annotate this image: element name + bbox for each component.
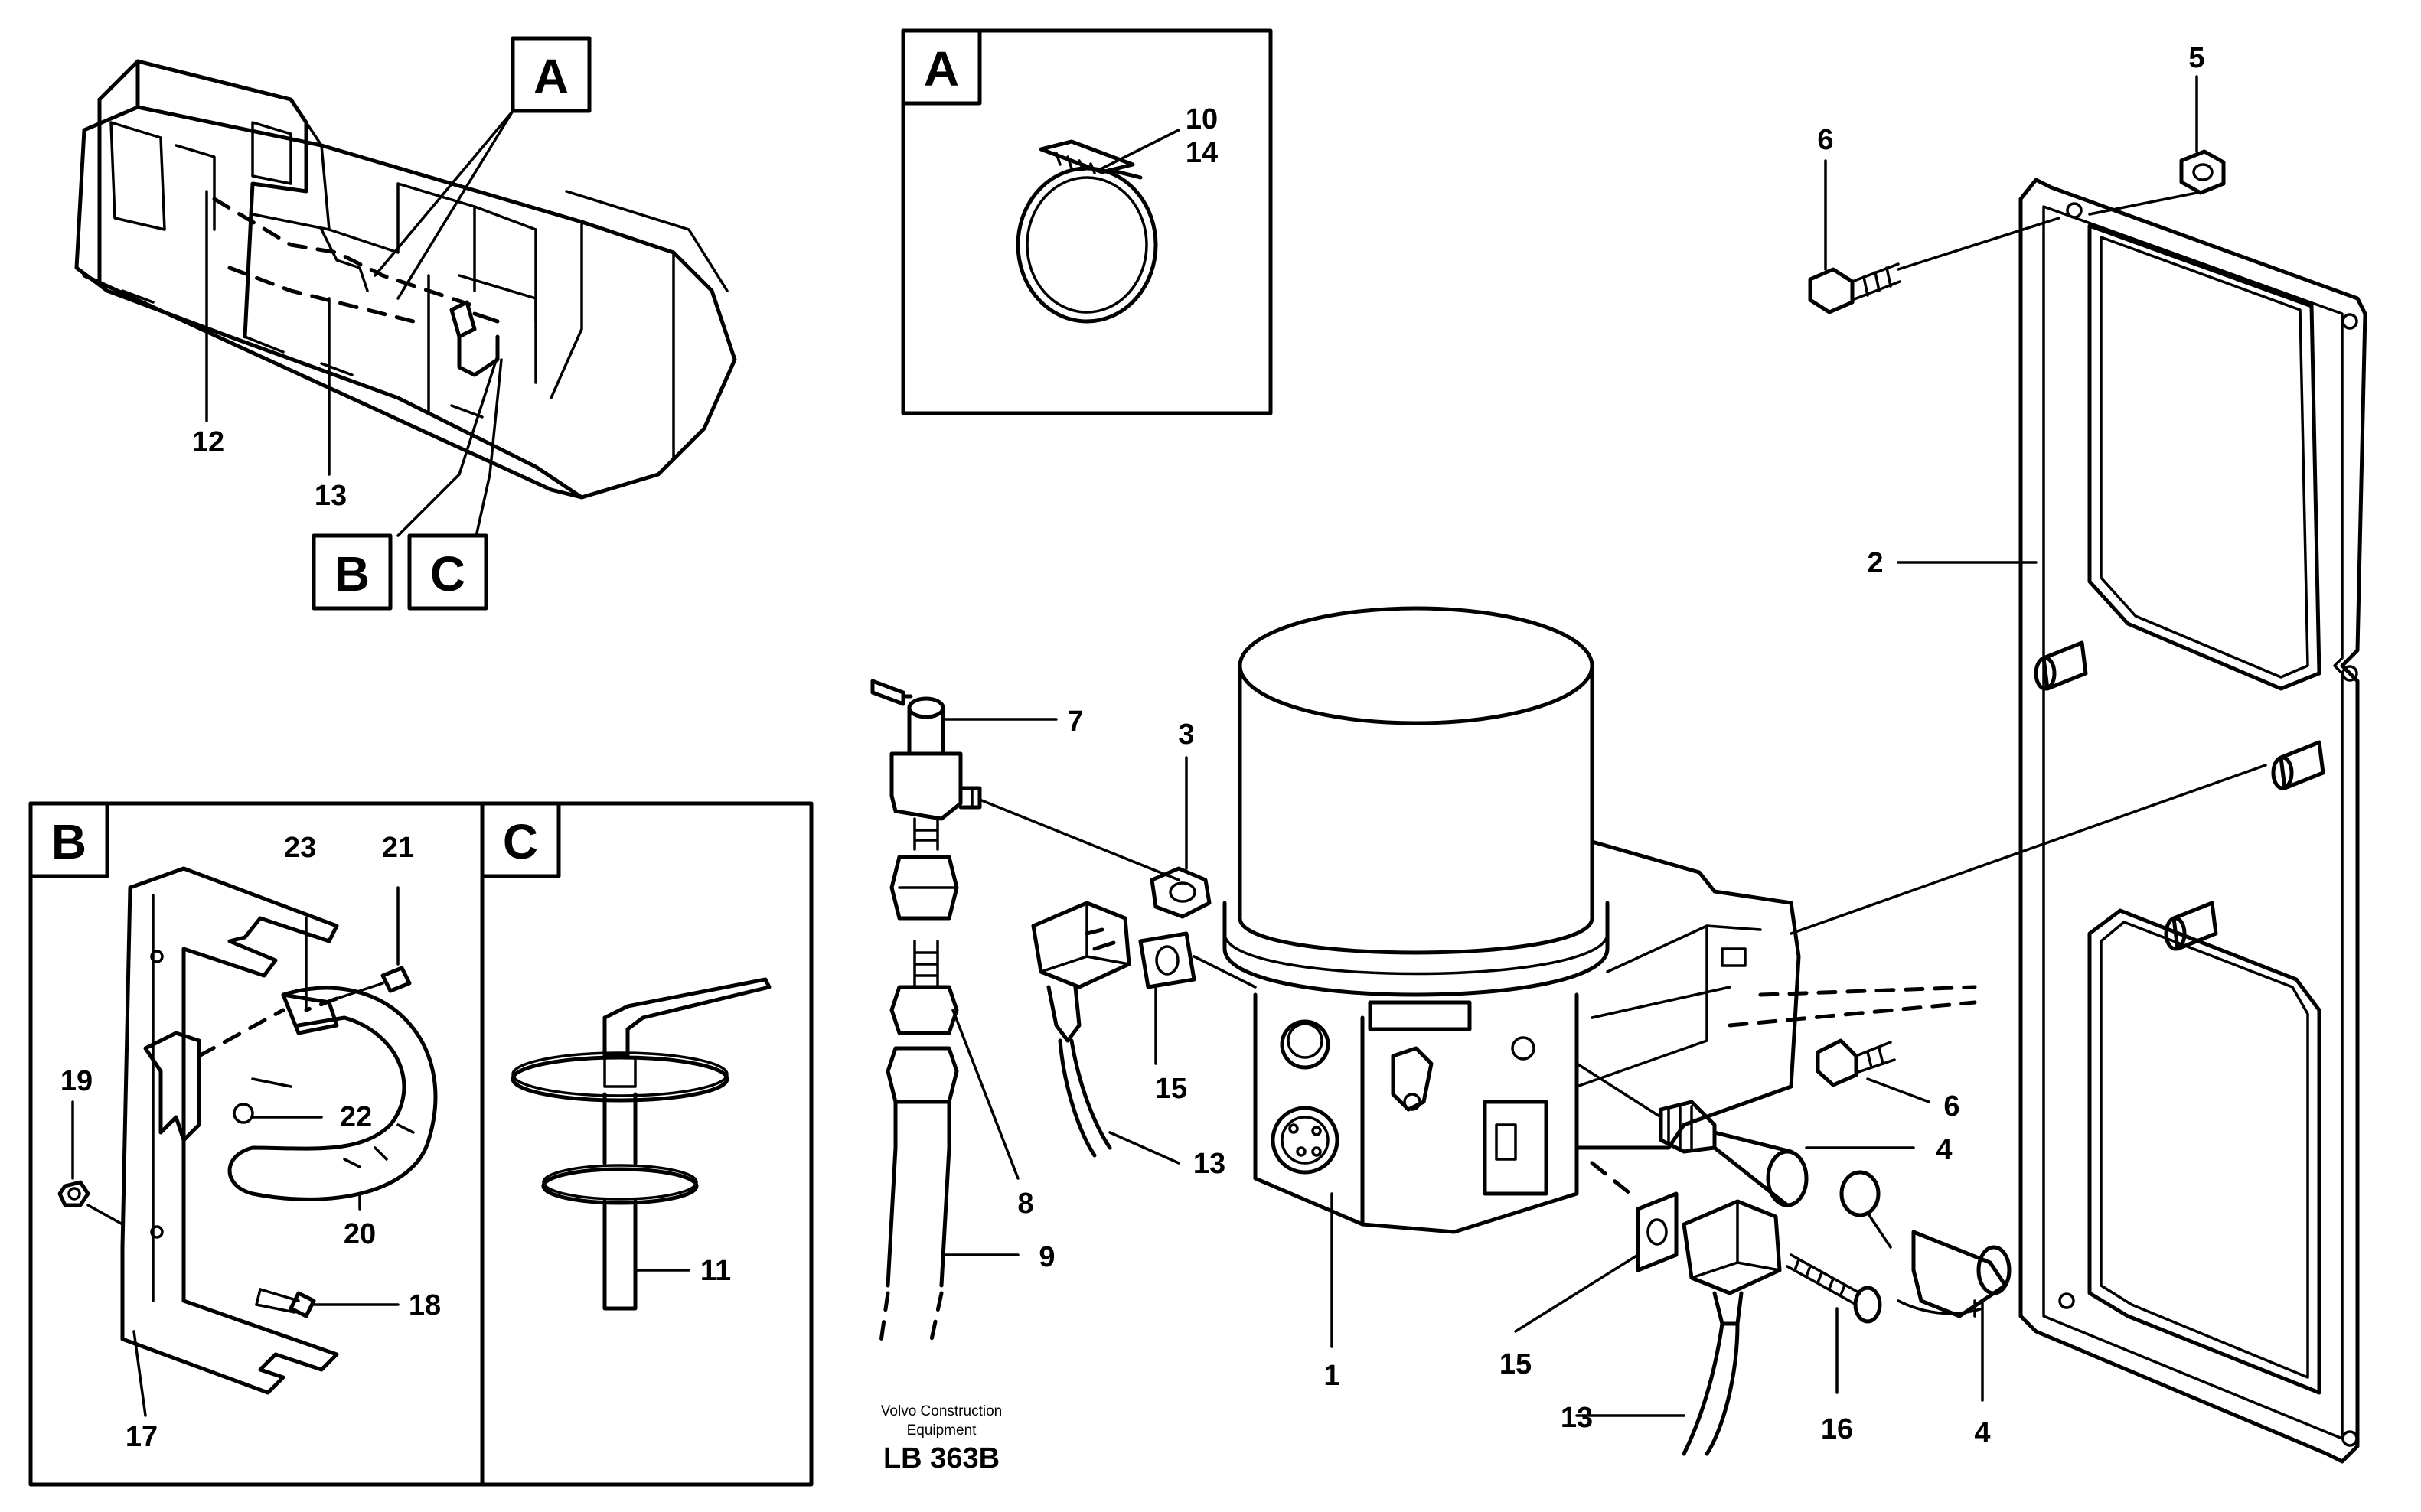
detail-b-frame: B 23 21 22 20 1 [28,801,485,1487]
callout-14: 14 [1186,137,1218,169]
callout-10: 10 [1186,103,1218,135]
mounting-panel [2018,178,2367,1464]
callout-2: 2 [1867,547,1883,579]
callout-5: 5 [2188,42,2204,74]
connector-lower: 15 13 16 [1499,1161,1882,1456]
credit-line-2: Equipment [907,1422,977,1439]
panel-hardware: 5 6 2 [1808,42,2226,579]
callout-6-top: 6 [1817,124,1833,156]
callout-17: 17 [126,1421,158,1453]
credit-line-1: Volvo Construction [881,1403,1002,1419]
svg-text:B: B [334,546,370,601]
detail-a-frame: A 10 14 [901,28,1273,415]
callout-19: 19 [60,1065,93,1097]
view-label-a-overview: A [511,36,592,113]
callout-23: 23 [284,832,316,864]
callout-7: 7 [1067,705,1083,738]
overview-leaders [205,109,514,545]
callout-1: 1 [1323,1360,1339,1392]
fitting-assembly: 7 8 9 [870,679,1180,1349]
machine-overview [74,59,737,500]
view-label-b-overview: B [312,533,393,611]
connector-upper: 15 13 [1031,901,1257,1180]
nut-3: 3 [1150,719,1212,919]
callout-21: 21 [382,832,414,864]
callout-16: 16 [1821,1413,1853,1445]
svg-text:C: C [430,546,465,601]
pump-leaders: 1 4 4 6 [1323,1038,1991,1449]
callout-3: 3 [1178,719,1194,751]
callout-13-lower: 13 [1561,1402,1593,1434]
callout-6-right: 6 [1943,1090,1959,1123]
callout-4-upper: 4 [1936,1134,1952,1166]
callout-9: 9 [1039,1241,1055,1273]
callout-22: 22 [340,1101,372,1133]
callout-12: 12 [192,426,224,458]
detail-c-frame: C 11 [480,801,814,1487]
callout-15-lower: 15 [1499,1348,1532,1380]
svg-text:B: B [51,814,86,869]
callout-20: 20 [344,1218,376,1250]
lubrication-pump [1222,606,2267,1318]
callout-11: 11 [700,1255,731,1287]
callout-15-upper: 15 [1155,1073,1187,1105]
svg-text:A: A [533,49,569,104]
svg-text:A: A [924,41,959,96]
view-label-c-overview: C [407,533,488,611]
callout-18: 18 [409,1289,441,1321]
callout-13-overview: 13 [315,480,347,512]
drawing-code: LB 363B [883,1442,1000,1475]
svg-text:C: C [503,814,538,869]
callout-8: 8 [1017,1188,1033,1220]
callout-4-lower: 4 [1974,1417,1990,1449]
credit-block: Volvo Construction Equipment LB 363B [881,1403,1002,1475]
callout-13-upper: 13 [1193,1148,1225,1180]
